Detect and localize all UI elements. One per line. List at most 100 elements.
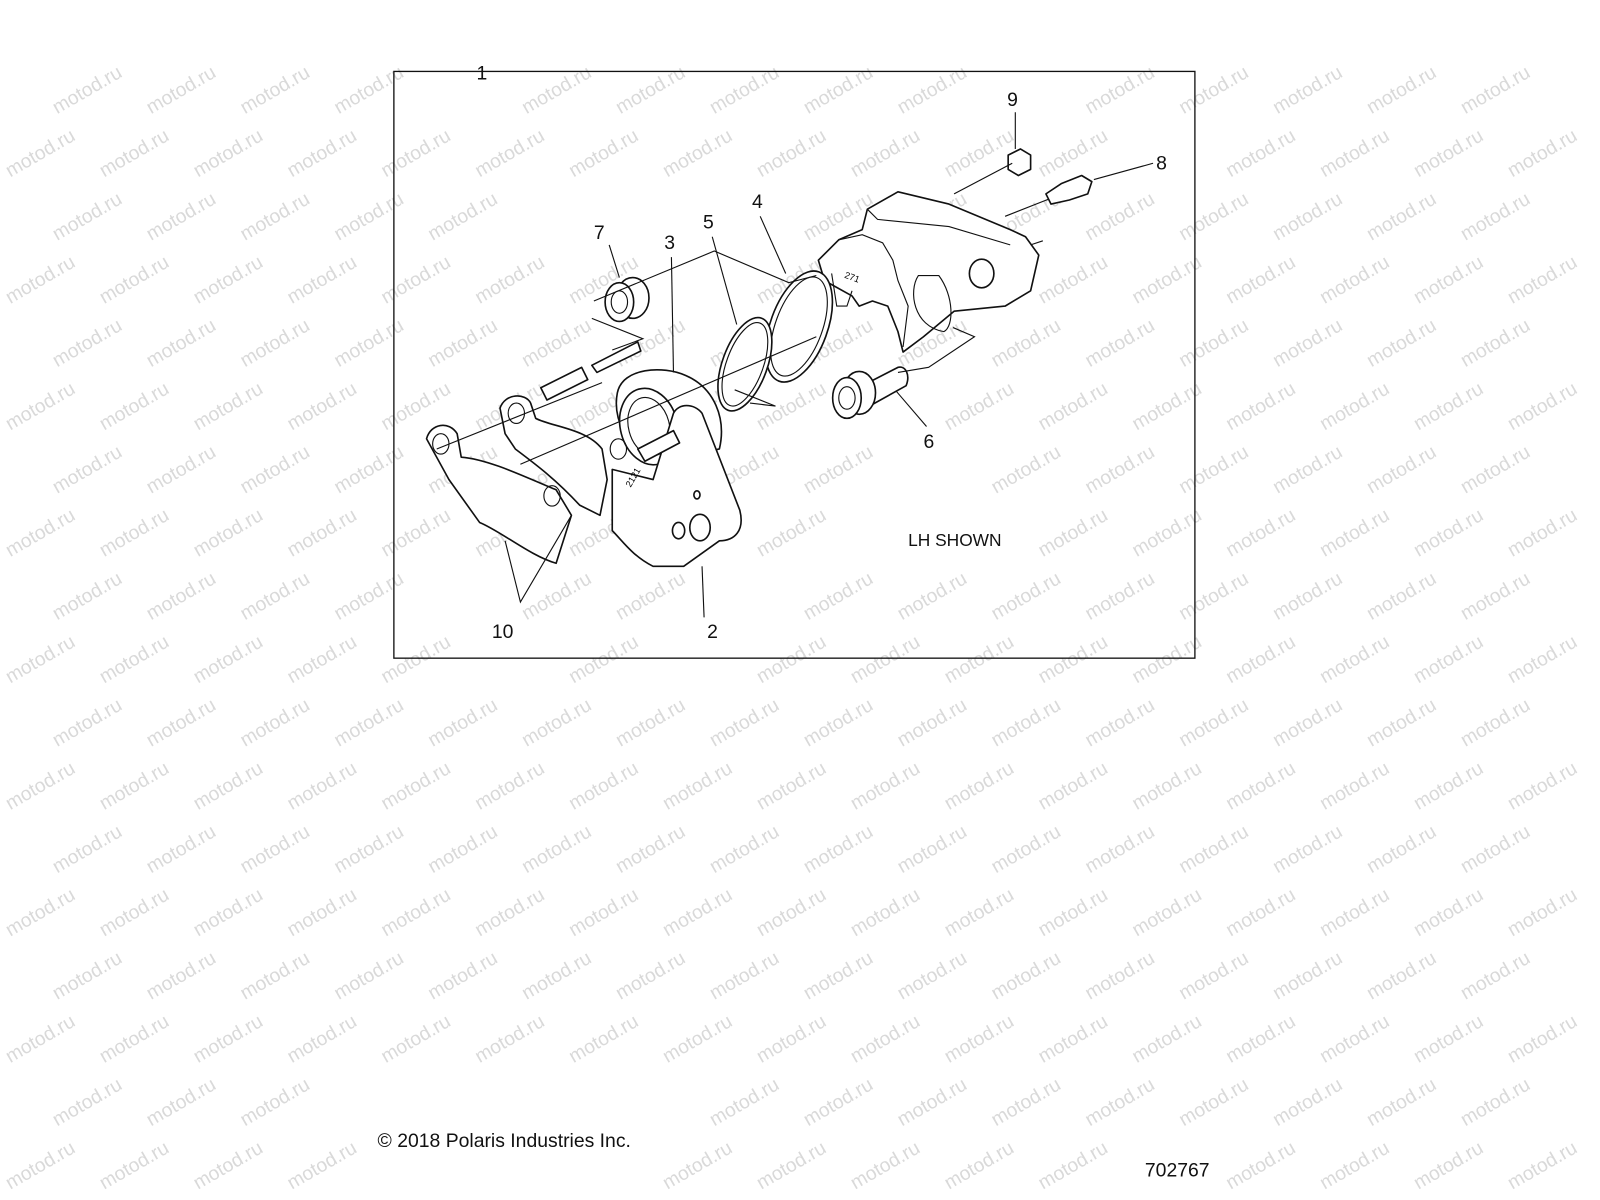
watermark-text: motod.ru bbox=[236, 1074, 313, 1131]
watermark-text: motod.ru bbox=[377, 631, 454, 688]
watermark-text: motod.ru bbox=[612, 947, 689, 1004]
watermark-text: motod.ru bbox=[49, 694, 126, 751]
watermark-text: motod.ru bbox=[1316, 378, 1393, 435]
watermark-text: motod.ru bbox=[800, 61, 877, 118]
watermark-text: motod.ru bbox=[1175, 567, 1252, 624]
watermark-text: motod.ru bbox=[1363, 821, 1440, 878]
watermark-text: motod.ru bbox=[330, 567, 407, 624]
watermark-text: motod.ru bbox=[1363, 947, 1440, 1004]
watermark-text: motod.ru bbox=[659, 757, 736, 814]
watermark-text: motod.ru bbox=[1175, 188, 1252, 245]
bleeder-valve bbox=[1045, 174, 1093, 205]
watermark-text: motod.ru bbox=[565, 1010, 642, 1067]
watermark-text: motod.ru bbox=[189, 631, 266, 688]
watermark-text: motod.ru bbox=[1081, 61, 1158, 118]
watermark-text: motod.ru bbox=[1316, 631, 1393, 688]
watermark-text: motod.ru bbox=[283, 125, 360, 182]
lh-shown-note: LH SHOWN bbox=[908, 530, 1001, 550]
watermark-text: motod.ru bbox=[1128, 631, 1205, 688]
watermark-text: motod.ru bbox=[377, 125, 454, 182]
watermark-text: motod.ru bbox=[1316, 757, 1393, 814]
watermark-text: motod.ru bbox=[236, 188, 313, 245]
watermark-text: motod.ru bbox=[987, 314, 1064, 371]
watermark-text: motod.ru bbox=[1175, 947, 1252, 1004]
watermark-text: motod.ru bbox=[377, 884, 454, 941]
watermark-text: motod.ru bbox=[283, 757, 360, 814]
watermark-text: motod.ru bbox=[143, 1074, 220, 1131]
watermark-text: motod.ru bbox=[189, 378, 266, 435]
watermark-text: motod.ru bbox=[1269, 694, 1346, 751]
watermark-text: motod.ru bbox=[1316, 251, 1393, 308]
drawing-number: 702767 bbox=[1145, 1160, 1210, 1182]
watermark-text: motod.ru bbox=[753, 1010, 830, 1067]
watermark-text: motod.ru bbox=[1175, 1074, 1252, 1131]
watermark-text: motod.ru bbox=[1316, 125, 1393, 182]
watermark-text: motod.ru bbox=[518, 314, 595, 371]
watermark-text: motod.ru bbox=[847, 1137, 924, 1194]
watermark-text: motod.ru bbox=[189, 125, 266, 182]
watermark-text: motod.ru bbox=[424, 314, 501, 371]
seal-4-inner bbox=[770, 276, 828, 377]
watermark-text: motod.ru bbox=[143, 567, 220, 624]
watermark-text: motod.ru bbox=[987, 441, 1064, 498]
watermark-text: motod.ru bbox=[236, 441, 313, 498]
watermark-text: motod.ru bbox=[1081, 821, 1158, 878]
watermark-text: motod.ru bbox=[330, 61, 407, 118]
watermark-text: motod.ru bbox=[377, 251, 454, 308]
watermark-text: motod.ru bbox=[471, 884, 548, 941]
watermark-text: motod.ru bbox=[1175, 314, 1252, 371]
watermark-text: motod.ru bbox=[1175, 441, 1252, 498]
watermark-text: motod.ru bbox=[1410, 631, 1487, 688]
watermark-text: motod.ru bbox=[236, 821, 313, 878]
watermark-text: motod.ru bbox=[753, 125, 830, 182]
watermark-text: motod.ru bbox=[1034, 631, 1111, 688]
watermark-text: motod.ru bbox=[189, 884, 266, 941]
watermark-text: motod.ru bbox=[1504, 631, 1581, 688]
callout-1: 1 bbox=[477, 63, 488, 85]
watermark-text: motod.ru bbox=[1034, 504, 1111, 561]
watermark-text: motod.ru bbox=[706, 821, 783, 878]
watermark-text: motod.ru bbox=[1175, 694, 1252, 751]
watermark-text: motod.ru bbox=[96, 757, 173, 814]
watermark-text: motod.ru bbox=[1222, 757, 1299, 814]
watermark-text: motod.ru bbox=[1504, 884, 1581, 941]
watermark-text: motod.ru bbox=[800, 821, 877, 878]
watermark-text: motod.ru bbox=[49, 188, 126, 245]
watermark-text: motod.ru bbox=[424, 947, 501, 1004]
seal-5-inner bbox=[721, 322, 769, 407]
watermark-text: motod.ru bbox=[1504, 504, 1581, 561]
watermark-text: motod.ru bbox=[753, 378, 830, 435]
watermark-text: motod.ru bbox=[1269, 821, 1346, 878]
watermark-text: motod.ru bbox=[1457, 947, 1534, 1004]
watermark-text: motod.ru bbox=[940, 884, 1017, 941]
watermark-text: motod.ru bbox=[143, 314, 220, 371]
watermark-text: motod.ru bbox=[2, 884, 79, 941]
watermark-text: motod.ru bbox=[706, 947, 783, 1004]
watermark-text: motod.ru bbox=[1410, 504, 1487, 561]
callout-5: 5 bbox=[703, 212, 714, 234]
watermark-text: motod.ru bbox=[518, 821, 595, 878]
watermark-text: motod.ru bbox=[1081, 1074, 1158, 1131]
watermark-text: motod.ru bbox=[847, 125, 924, 182]
watermark-text: motod.ru bbox=[1222, 251, 1299, 308]
watermark-text: motod.ru bbox=[377, 504, 454, 561]
watermark-text: motod.ru bbox=[1222, 378, 1299, 435]
guide-pin-upper bbox=[540, 366, 589, 401]
watermark-text: motod.ru bbox=[753, 631, 830, 688]
watermark-text: motod.ru bbox=[1128, 1010, 1205, 1067]
watermark-text: motod.ru bbox=[1410, 1010, 1487, 1067]
watermark-text: motod.ru bbox=[1457, 694, 1534, 751]
watermark-text: motod.ru bbox=[1410, 1137, 1487, 1194]
guide-pin-lower bbox=[636, 429, 681, 463]
watermark-text: motod.ru bbox=[987, 1074, 1064, 1131]
watermark-text: motod.ru bbox=[1410, 378, 1487, 435]
watermark-text: motod.ru bbox=[1363, 314, 1440, 371]
watermark-text: motod.ru bbox=[987, 821, 1064, 878]
watermark-text: motod.ru bbox=[659, 884, 736, 941]
seal-5 bbox=[717, 316, 773, 412]
watermark-text: motod.ru bbox=[847, 884, 924, 941]
watermark-text: motod.ru bbox=[706, 1074, 783, 1131]
watermark-text: motod.ru bbox=[236, 61, 313, 118]
callout-leaders bbox=[504, 112, 1154, 618]
